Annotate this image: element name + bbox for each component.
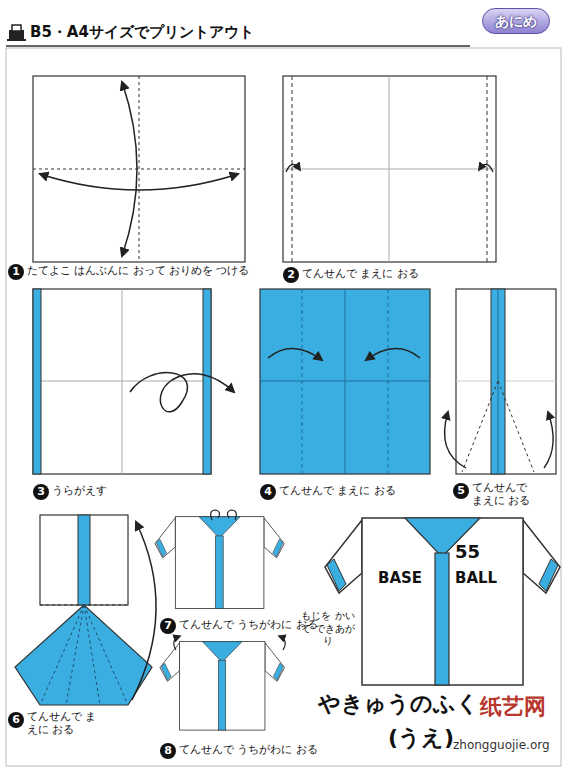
step4-panel-part xyxy=(388,289,389,474)
step6-figure xyxy=(15,515,156,705)
step-caption: うらがえす xyxy=(52,484,107,497)
step5-panel-part xyxy=(498,381,534,472)
step4-panel-part xyxy=(302,289,303,474)
printer-icon xyxy=(7,25,26,41)
step6-figure-part xyxy=(132,522,156,700)
step1-panel-part xyxy=(122,82,137,256)
step8-figure-part xyxy=(160,642,285,731)
step7-figure xyxy=(155,510,284,609)
step5-panel-part xyxy=(462,381,498,472)
step3-panel-part xyxy=(33,381,211,382)
step6-figure-part xyxy=(15,605,152,705)
step1-panel-part xyxy=(40,174,238,190)
step4-panel-part xyxy=(260,381,430,382)
step1-panel-part xyxy=(33,76,245,262)
step8-figure xyxy=(160,636,285,730)
step-caption: てんせんで うちがわに おる xyxy=(179,743,318,756)
step-caption: てんせんで まえに おる xyxy=(27,710,97,736)
finish-note: もじを かいて できあがり xyxy=(300,610,356,648)
result-title: (うえ) xyxy=(388,724,454,752)
step5-panel-part xyxy=(544,412,553,468)
step1-panel-part xyxy=(139,76,140,262)
step4-panel-part xyxy=(260,289,430,474)
step4-panel xyxy=(260,289,430,474)
result-title: やきゅうのふく xyxy=(318,690,479,718)
step7-figure-part xyxy=(155,517,284,609)
step3-panel xyxy=(33,289,234,474)
watermark: zhongguojie.org xyxy=(453,738,550,753)
shirt-number: 55 xyxy=(455,541,480,564)
step3-panel-part xyxy=(130,373,234,412)
step-number: 3 xyxy=(33,484,49,500)
step3-panel-part xyxy=(33,289,211,474)
step-number: 5 xyxy=(453,483,469,499)
step5-panel xyxy=(445,289,556,474)
step6-figure-part xyxy=(84,605,128,705)
finished-shirt xyxy=(325,518,560,685)
step3-panel-part xyxy=(203,289,211,474)
step-number: 7 xyxy=(160,618,176,634)
step8-figure-part xyxy=(279,636,285,650)
step-caption: てんせんで まえに おる xyxy=(302,267,419,280)
step-caption: たてよこ はんぶんに おって おりめを つける xyxy=(27,264,249,277)
step2-panel-part xyxy=(283,76,496,262)
page-frame-part xyxy=(6,45,470,47)
shirt-lettering: BALL xyxy=(455,569,497,588)
step3-panel-part xyxy=(33,289,41,474)
step2-panel-part xyxy=(283,169,496,170)
page-frame-part xyxy=(6,48,561,766)
page-title: B5・A4サイズでプリントアウト xyxy=(30,23,254,42)
step5-panel-part xyxy=(456,381,556,382)
step6-figure-part xyxy=(40,515,128,605)
printer-icon-part xyxy=(7,39,26,41)
step6-figure-part xyxy=(78,515,90,605)
step-caption: てんせんで まえに おる xyxy=(472,481,538,507)
step-caption: てんせんで うちがわに おる xyxy=(179,618,318,631)
step5-panel-part xyxy=(456,289,556,474)
step7-figure-part xyxy=(227,510,236,520)
finished-shirt-part xyxy=(325,518,560,685)
step6-figure-part xyxy=(84,605,100,705)
step5-panel-part xyxy=(445,412,466,468)
step1-panel xyxy=(33,76,245,262)
page-frame xyxy=(6,46,561,766)
step8-figure-part xyxy=(174,636,180,650)
step2-panel xyxy=(283,76,496,262)
step2-panel-part xyxy=(487,76,488,262)
step2-panel-part xyxy=(286,164,300,172)
step-number: 8 xyxy=(160,743,176,759)
step2-panel-part xyxy=(479,164,493,172)
button-label: あにめ xyxy=(483,13,549,31)
printer-icon-part xyxy=(12,25,21,31)
step-number: 2 xyxy=(283,267,299,283)
step-number: 6 xyxy=(8,712,24,728)
step-caption: てんせんで まえに おる xyxy=(279,484,396,497)
shirt-lettering: BASE xyxy=(378,569,422,588)
step-number: 4 xyxy=(260,484,276,500)
step6-figure-part xyxy=(40,605,84,705)
anime-button: あにめ xyxy=(482,8,550,34)
step-number: 1 xyxy=(8,264,24,280)
step4-panel-part xyxy=(268,348,322,360)
step4-panel-part xyxy=(366,348,420,360)
step7-figure-part xyxy=(211,510,220,520)
watermark: 纸艺网 xyxy=(480,693,546,721)
step6-figure-part xyxy=(66,605,84,705)
step2-panel-part xyxy=(292,76,293,262)
